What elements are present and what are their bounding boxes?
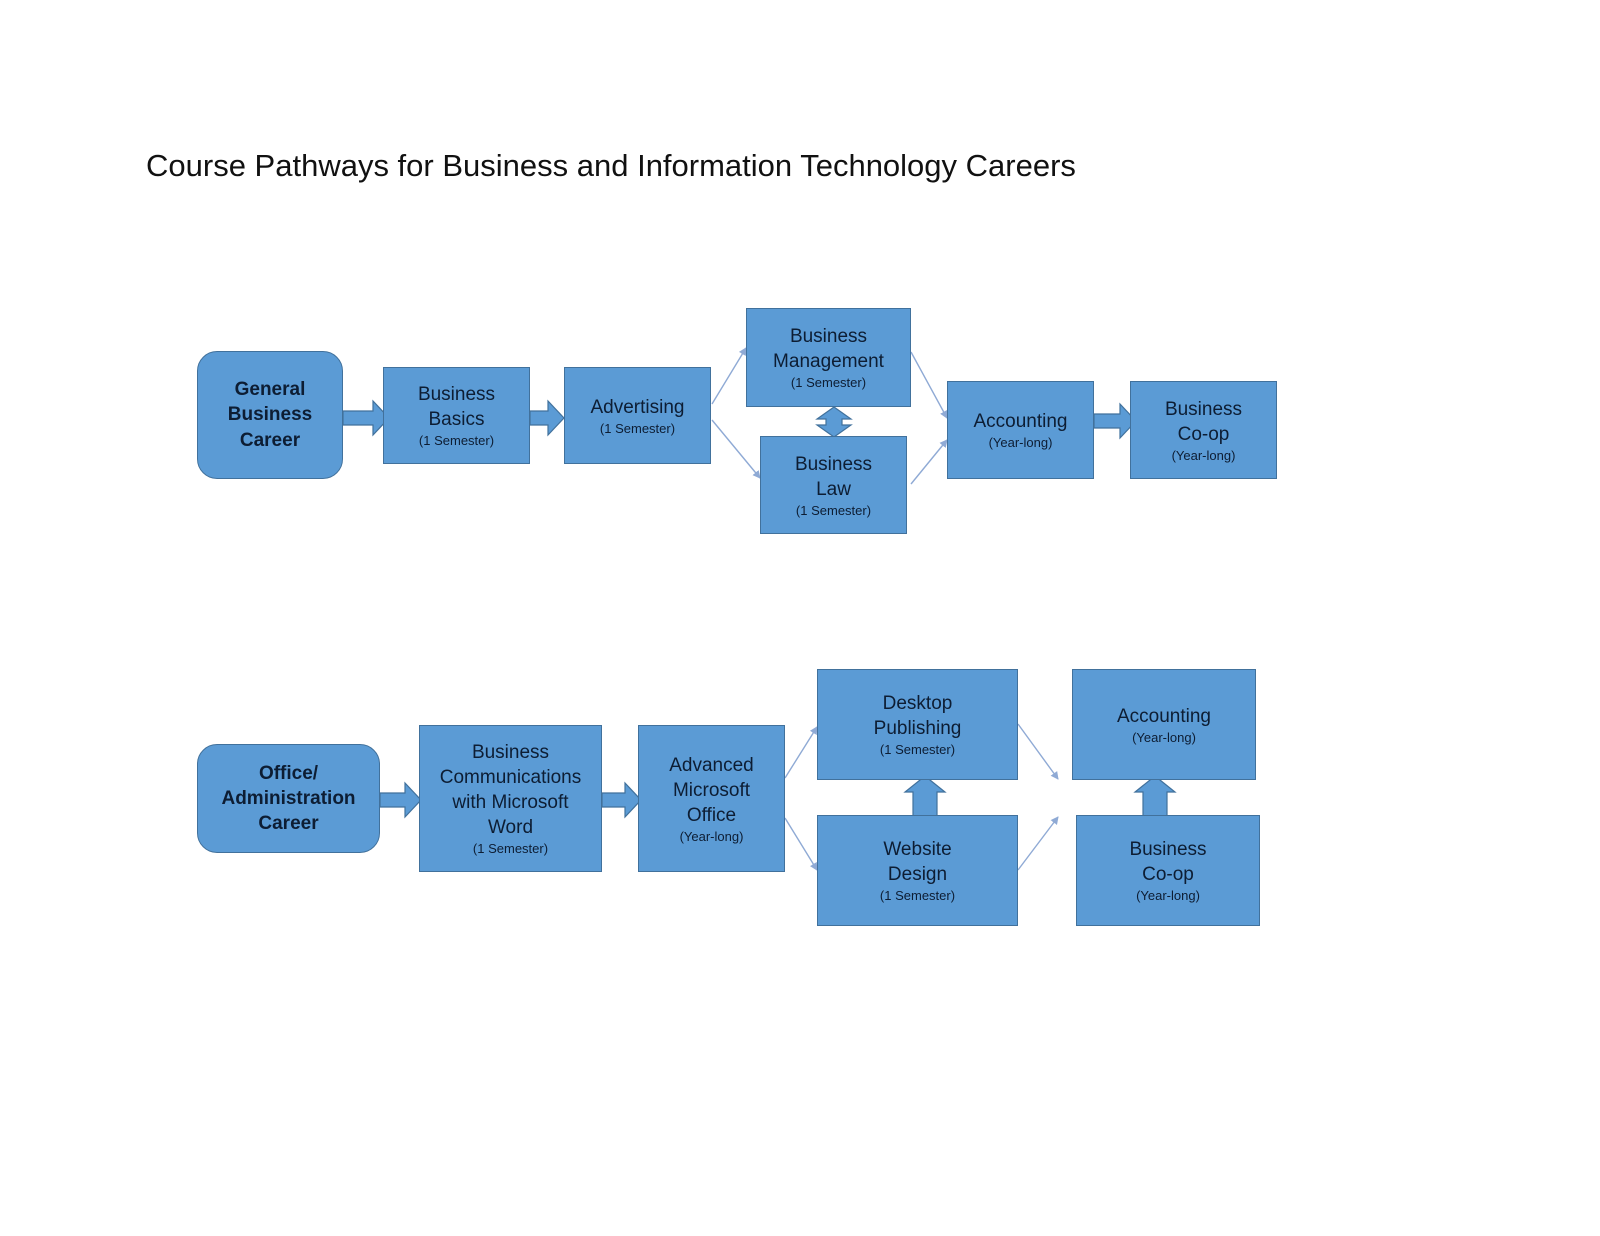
business-basics-node: Business Basics (1 Semester) (383, 367, 530, 464)
node-label: Accounting (1116, 705, 1211, 727)
connector-advertising-to-law (711, 419, 761, 479)
business-management-node: Business Management (1 Semester) (746, 308, 911, 407)
node-duration: (1 Semester) (879, 888, 956, 904)
node-label: Website Design (883, 839, 952, 886)
node-label: Accounting (973, 411, 1068, 433)
double-arrow-management-law (815, 406, 853, 438)
desktop-publishing-node: Desktop Publishing (1 Semester) (817, 669, 1018, 780)
node-label: Business Co-op (1129, 839, 1207, 886)
connector-office-to-website (784, 817, 818, 871)
block-arrow-basics-to-advertising (529, 399, 565, 437)
up-arrow-coop-to-accounting (1133, 775, 1177, 817)
node-label: Desktop Publishing (873, 693, 962, 740)
up-arrow-website-to-desktop (903, 775, 947, 817)
node-duration: (1 Semester) (418, 433, 495, 449)
advanced-microsoft-office-node: Advanced Microsoft Office (Year-long) (638, 725, 785, 872)
business-communications-node: Business Communications with Microsoft W… (419, 725, 602, 872)
node-duration: (1 Semester) (879, 742, 956, 758)
connector-office-to-desktop (784, 726, 818, 779)
office-administration-career-node: Office/ Administration Career (197, 744, 380, 853)
node-duration: (Year-long) (679, 828, 744, 844)
node-label: Business Law (794, 453, 873, 500)
accounting-node: Accounting (Year-long) (1072, 669, 1256, 780)
node-label: Business Basics (417, 384, 496, 431)
node-duration: (Year-long) (1136, 888, 1200, 904)
connector-website-to-accounting (1017, 816, 1059, 871)
node-label: General Business Career (227, 379, 313, 451)
node-duration: (1 Semester) (472, 841, 549, 857)
node-label: Business Management (773, 326, 884, 373)
page-title: Course Pathways for Business and Informa… (146, 148, 1076, 183)
node-duration: (Year-long) (1132, 729, 1196, 745)
connector-law-to-accounting (910, 439, 948, 485)
business-coop-node: Business Co-op (Year-long) (1076, 815, 1260, 926)
website-design-node: Website Design (1 Semester) (817, 815, 1018, 926)
block-arrow-accounting-to-coop (1093, 402, 1137, 440)
block-arrow-start-to-basics (342, 399, 390, 437)
connector-desktop-to-accounting (1017, 723, 1059, 780)
advertising-node: Advertising (1 Semester) (564, 367, 711, 464)
block-arrow-start-to-communications (379, 781, 422, 819)
node-label: Business Communications with Microsoft W… (439, 742, 582, 839)
business-coop-node: Business Co-op (Year-long) (1130, 381, 1277, 479)
node-duration: (Year-long) (1171, 447, 1236, 463)
node-label: Advanced Microsoft Office (669, 754, 754, 826)
node-label: Office/ Administration Career (221, 762, 356, 835)
business-law-node: Business Law (1 Semester) (760, 436, 907, 534)
node-duration: (1 Semester) (599, 420, 676, 436)
general-business-career-node: General Business Career (197, 351, 343, 479)
node-label: Business Co-op (1164, 398, 1243, 445)
block-arrow-communications-to-office (601, 781, 642, 819)
node-duration: (Year-long) (988, 435, 1053, 451)
accounting-node: Accounting (Year-long) (947, 381, 1094, 479)
node-label: Advertising (590, 396, 685, 418)
connector-management-to-accounting (910, 351, 948, 419)
node-duration: (1 Semester) (790, 375, 867, 391)
connector-advertising-to-management (711, 347, 747, 405)
node-duration: (1 Semester) (795, 502, 872, 518)
